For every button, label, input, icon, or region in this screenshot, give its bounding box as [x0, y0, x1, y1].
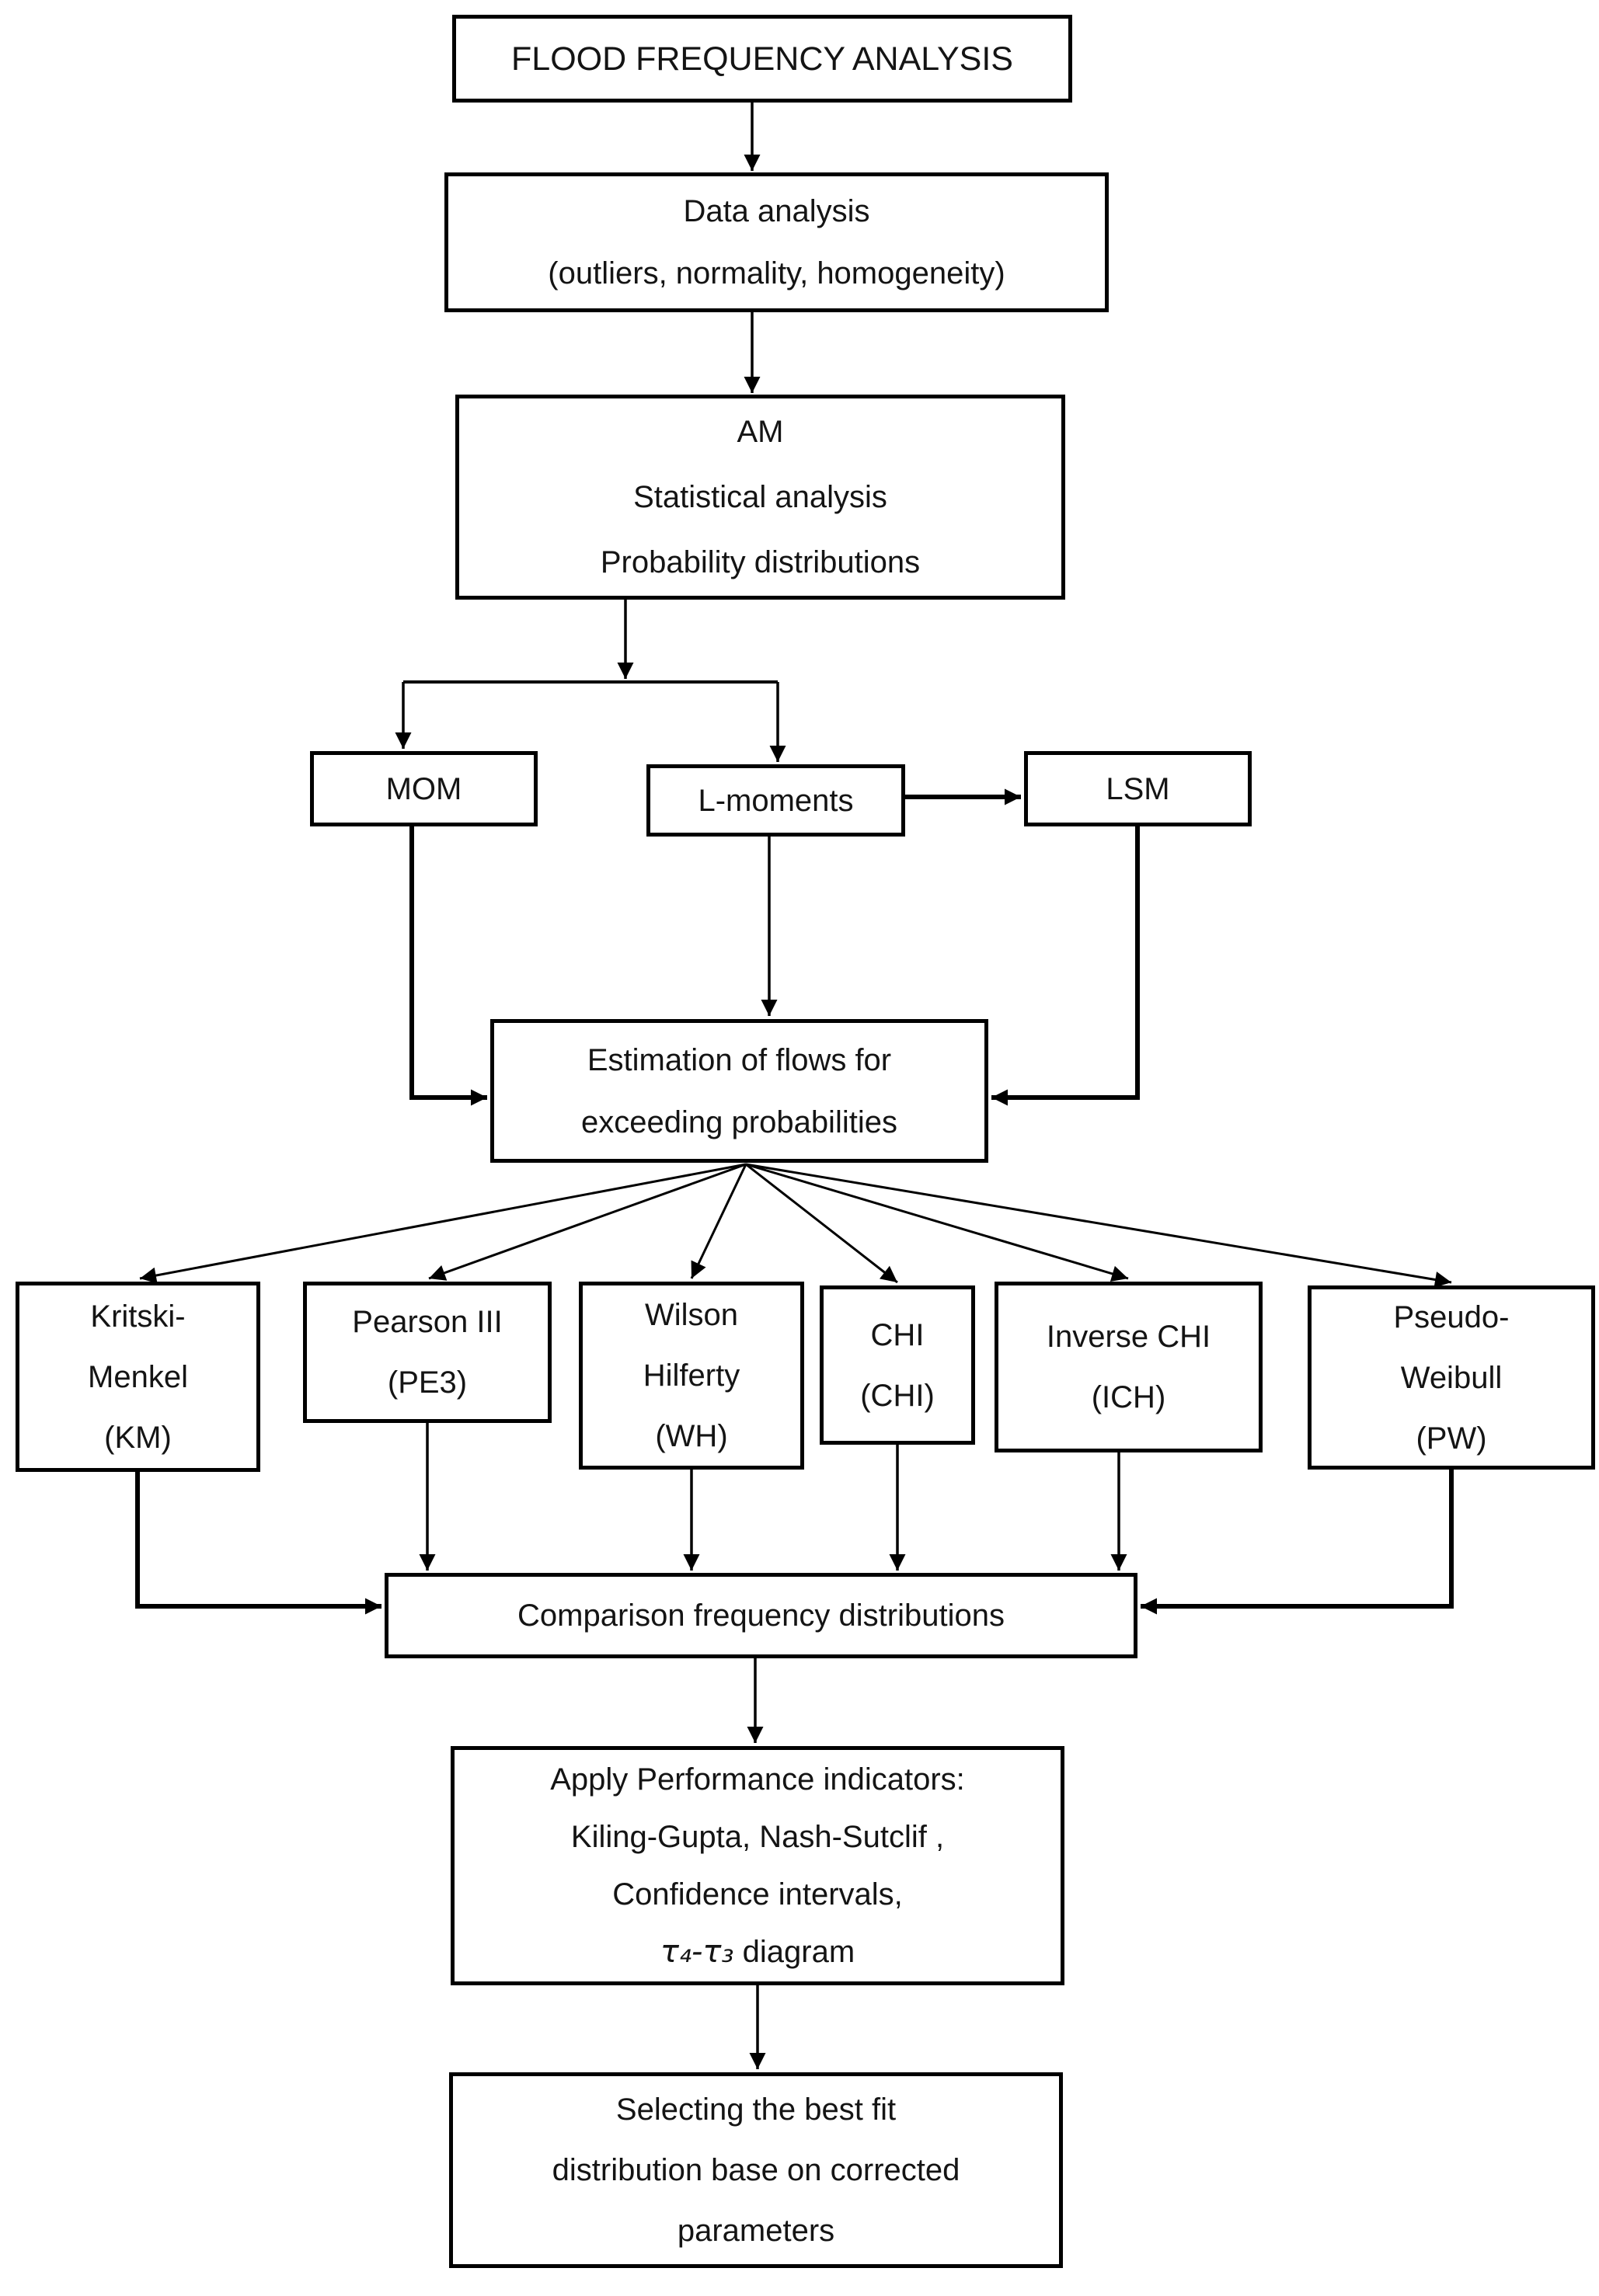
distribution-line: Wilson — [644, 1298, 739, 1332]
box-comparison-frequency-distributions: Comparison frequency distributions — [385, 1573, 1137, 1658]
arrow-estimation-to-km — [139, 1163, 747, 1284]
diagram-word: diagram — [733, 1935, 855, 1969]
distribution-line: (ICH) — [1091, 1380, 1166, 1414]
comparison-text: Comparison frequency distributions — [517, 1599, 1005, 1633]
distribution-line: Weibull — [1400, 1360, 1503, 1395]
box-am-statistical-analysis: AM Statistical analysis Probability dist… — [455, 395, 1065, 600]
performance-line-tau-diagram: τ₄-τ₃ diagram — [660, 1923, 855, 1981]
box-mom: MOM — [310, 751, 538, 826]
arrow-lsm-to-estimation — [991, 826, 1140, 1106]
arrow-estimation-to-pw — [745, 1163, 1452, 1288]
box-inverse-chi: Inverse CHI (ICH) — [995, 1282, 1263, 1452]
mom-label: MOM — [385, 771, 462, 806]
arrow-estimation-to-pe3 — [428, 1163, 747, 1281]
arrow-estimation-to-chi — [745, 1163, 898, 1284]
performance-line: Apply Performance indicators: — [550, 1762, 965, 1797]
tau4-tau3-symbol: τ₄-τ₃ — [660, 1934, 734, 1970]
box-flood-frequency-analysis: FLOOD FREQUENCY ANALYSIS — [452, 15, 1072, 103]
arrow-estimation-to-ich — [745, 1163, 1129, 1282]
title-text: FLOOD FREQUENCY ANALYSIS — [511, 40, 1013, 78]
performance-line: Kiling-Gupta, Nash-Sutclif , — [570, 1820, 945, 1854]
distribution-line: (WH) — [655, 1419, 728, 1453]
box-pseudo-weibull: Pseudo- Weibull (PW) — [1308, 1285, 1595, 1470]
box-estimation-of-flows: Estimation of flows for exceeding probab… — [490, 1019, 988, 1163]
box-l-moments: L-moments — [646, 764, 905, 837]
lsm-label: LSM — [1106, 771, 1170, 806]
data-analysis-line: Data analysis — [683, 194, 870, 228]
selection-line: parameters — [677, 2214, 835, 2248]
distribution-line: CHI — [870, 1317, 925, 1352]
distribution-line: (KM) — [104, 1420, 172, 1455]
estimation-line: Estimation of flows for — [587, 1042, 892, 1077]
distribution-line: (PW) — [1416, 1421, 1487, 1456]
distribution-line: Kritski- — [90, 1299, 186, 1334]
box-pearson-iii: Pearson III (PE3) — [303, 1282, 552, 1423]
l-moments-label: L-moments — [698, 783, 854, 818]
performance-line: Confidence intervals, — [612, 1877, 903, 1912]
box-data-analysis: Data analysis (outliers, normality, homo… — [444, 172, 1109, 312]
am-line: Statistical analysis — [633, 480, 887, 514]
box-apply-performance-indicators: Apply Performance indicators: Kiling-Gup… — [451, 1746, 1064, 1985]
arrow-pw-to-comparison — [1141, 1470, 1454, 1615]
box-chi: CHI (CHI) — [820, 1285, 975, 1445]
estimation-line: exceeding probabilities — [581, 1105, 897, 1139]
box-lsm: LSM — [1024, 751, 1252, 826]
am-line: AM — [737, 415, 784, 449]
distribution-line: (CHI) — [860, 1378, 935, 1413]
selection-line: Selecting the best fit — [615, 2092, 897, 2127]
distribution-line: Hilferty — [643, 1358, 740, 1393]
box-selecting-best-fit: Selecting the best fit distribution base… — [449, 2072, 1063, 2268]
arrow-km-to-comparison — [135, 1472, 381, 1615]
data-analysis-line: (outliers, normality, homogeneity) — [548, 256, 1005, 290]
selection-line: distribution base on corrected — [552, 2153, 960, 2187]
distribution-line: Pearson III — [352, 1305, 503, 1339]
am-line: Probability distributions — [600, 545, 921, 579]
box-wilson-hilferty: Wilson Hilferty (WH) — [579, 1282, 804, 1470]
box-kritski-menkel: Kritski- Menkel (KM) — [16, 1282, 260, 1472]
distribution-line: Inverse CHI — [1046, 1320, 1211, 1354]
arrow-mom-to-estimation — [409, 826, 487, 1106]
distribution-line: Pseudo- — [1393, 1299, 1510, 1334]
distribution-line: Menkel — [88, 1359, 188, 1394]
distribution-line: (PE3) — [387, 1365, 468, 1400]
arrow-estimation-to-wh — [690, 1164, 747, 1279]
